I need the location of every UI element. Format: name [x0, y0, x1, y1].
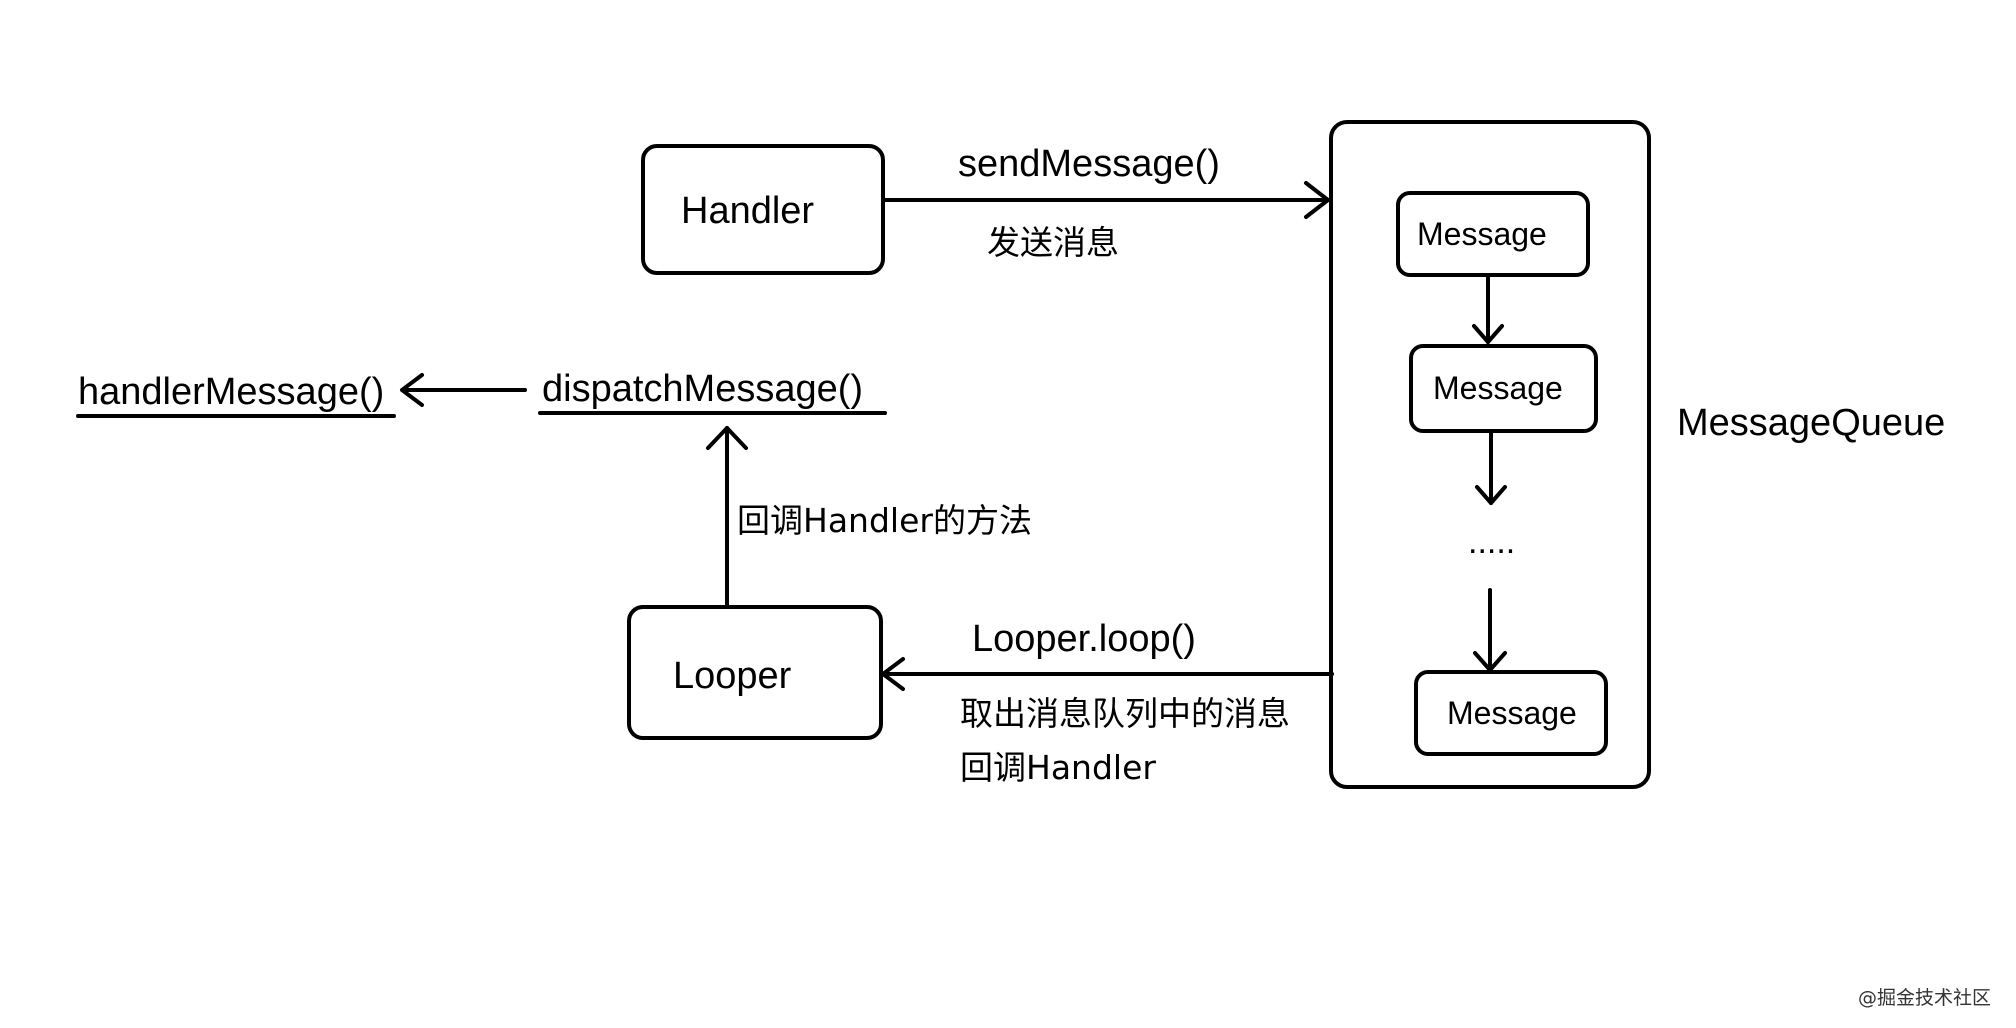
- message-box-2: [1409, 344, 1598, 433]
- handler-message-label: handlerMessage(): [78, 371, 385, 413]
- send-message-arrow-head: [1304, 181, 1330, 219]
- message-box-3: [1414, 670, 1608, 756]
- send-message-desc-label: 发送消息: [987, 223, 1119, 262]
- queue-arrow-2-head: [1475, 485, 1507, 505]
- handler-label: Handler: [681, 190, 815, 232]
- queue-arrow-3-head: [1473, 651, 1507, 672]
- message-label-2: Message: [1433, 370, 1563, 406]
- dispatch-message-label: dispatchMessage(): [542, 368, 864, 410]
- loop-desc-line1: 取出消息队列中的消息: [960, 694, 1290, 733]
- queue-ellipsis: .....: [1468, 523, 1516, 561]
- dispatch-arrow-head: [400, 373, 424, 407]
- send-message-method-label: sendMessage(): [958, 143, 1220, 185]
- message-label-3: Message: [1447, 695, 1577, 731]
- loop-method-label: Looper.loop(): [972, 618, 1196, 660]
- loop-arrow-head: [881, 657, 905, 691]
- queue-arrow-1-head: [1472, 324, 1504, 344]
- message-box-1: [1396, 191, 1590, 277]
- handler-box: [641, 144, 885, 275]
- callback-arrow-head: [706, 426, 748, 450]
- watermark: @掘金技术社区: [1858, 987, 1992, 1009]
- looper-box: [627, 605, 883, 740]
- message-queue-box: [1329, 120, 1651, 789]
- message-queue-label: MessageQueue: [1677, 402, 1946, 444]
- callback-desc-label: 回调Handler的方法: [737, 501, 1032, 540]
- loop-desc-line2: 回调Handler: [960, 748, 1156, 787]
- message-label-1: Message: [1417, 216, 1547, 252]
- looper-label: Looper: [673, 655, 792, 697]
